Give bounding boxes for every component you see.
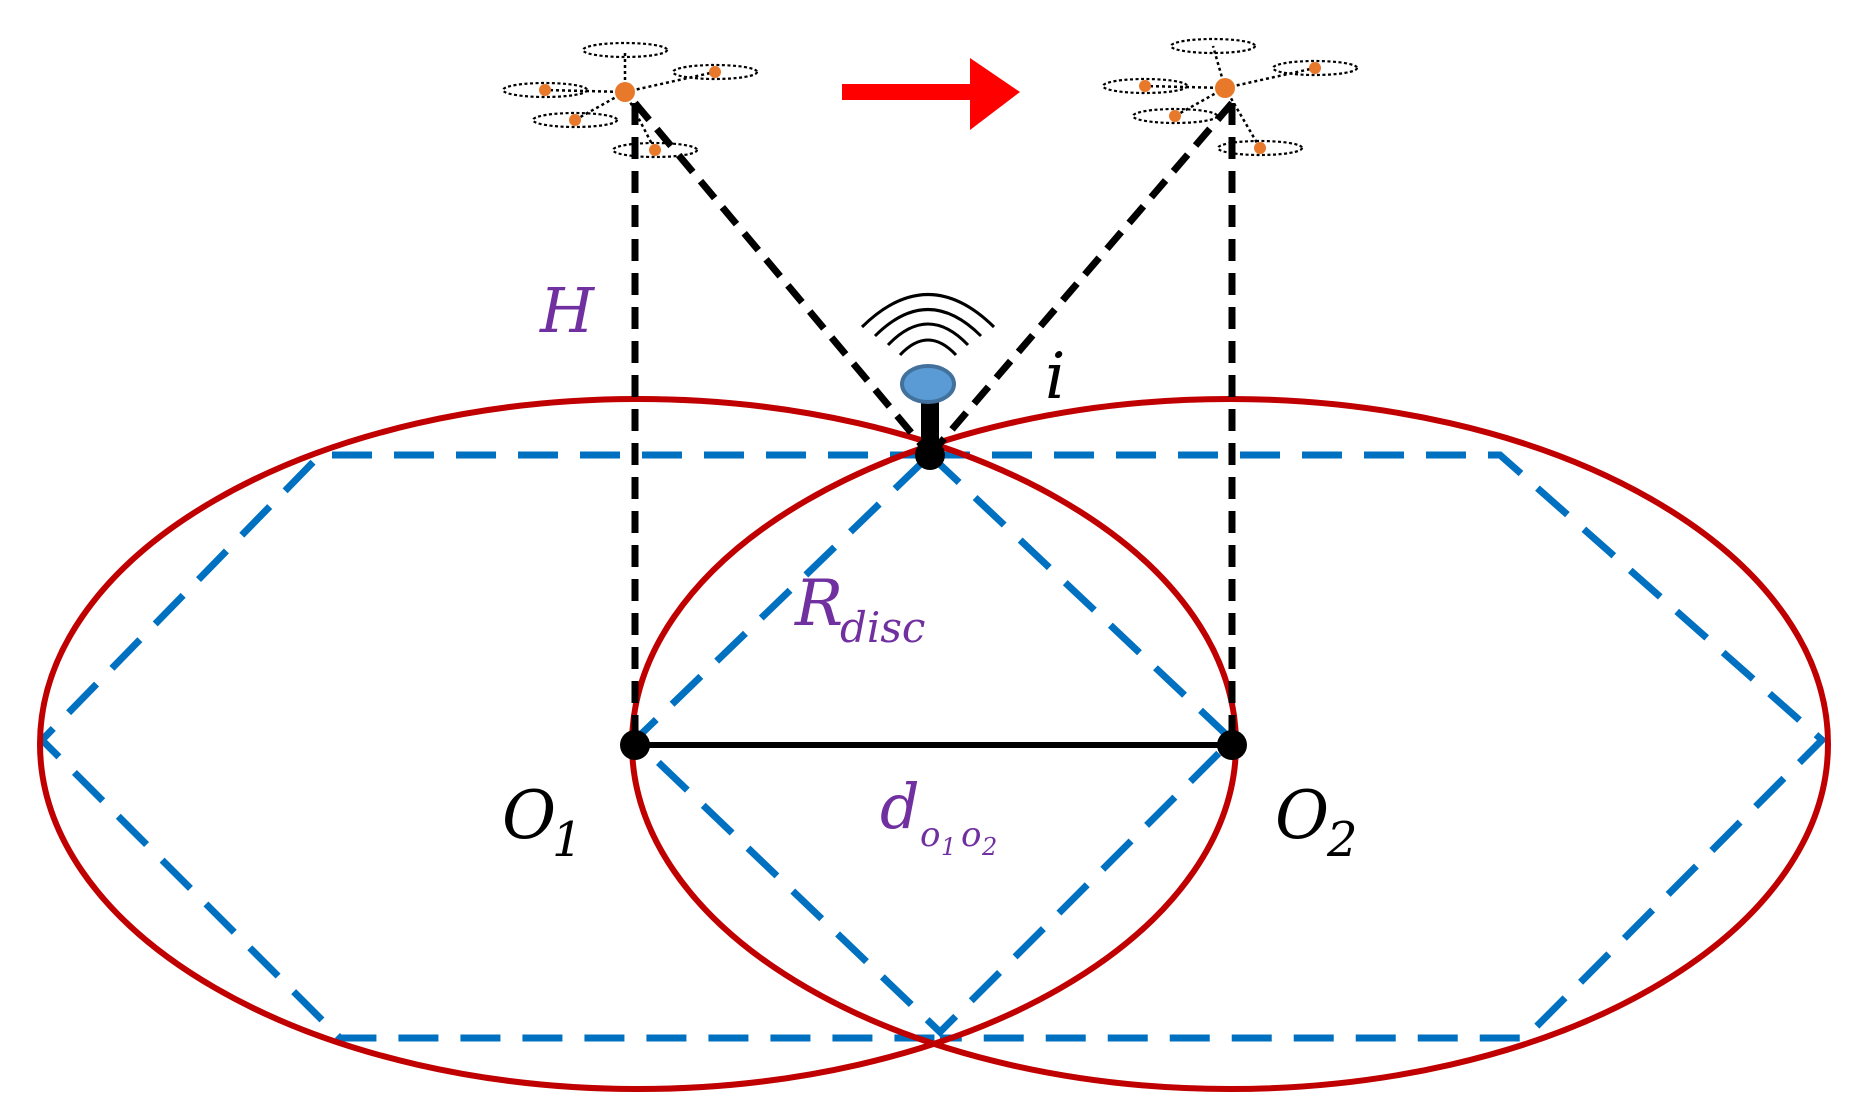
distance-main: d	[880, 770, 920, 843]
arrow-right-icon	[842, 58, 1020, 130]
wireless-signal-icon	[860, 293, 996, 357]
center-2-label: O 2	[1275, 777, 1358, 868]
center-1-main: O	[502, 777, 556, 854]
distance-label: d o 1 o 2	[880, 770, 997, 861]
link-line-right	[927, 100, 1235, 458]
height-label: H	[539, 274, 596, 347]
center-1-label: O 1	[502, 777, 583, 868]
right-dashed-region	[930, 451, 1828, 1042]
user-device-icon	[900, 364, 956, 470]
center-point-o1	[620, 730, 650, 760]
drone-icon	[1101, 37, 1359, 157]
center-2-subscript: 2	[1326, 812, 1358, 868]
user-label: i	[1045, 340, 1065, 414]
link-line-left	[632, 100, 933, 458]
radius-subscript: disc	[840, 603, 925, 652]
distance-subscript-1: o	[920, 815, 940, 855]
discovery-radius-label: R disc	[794, 567, 925, 652]
distance-subscript-2: o	[961, 815, 981, 855]
drone-icon	[501, 41, 759, 159]
radius-main: R	[794, 567, 843, 641]
distance-subscript-2-index: 2	[981, 833, 997, 861]
center-2-main: O	[1275, 777, 1329, 854]
center-1-subscript: 1	[552, 812, 583, 868]
center-point-o2	[1217, 730, 1247, 760]
center-dashed-diamond	[629, 450, 1238, 1037]
distance-subscript-1-index: 1	[941, 833, 956, 861]
